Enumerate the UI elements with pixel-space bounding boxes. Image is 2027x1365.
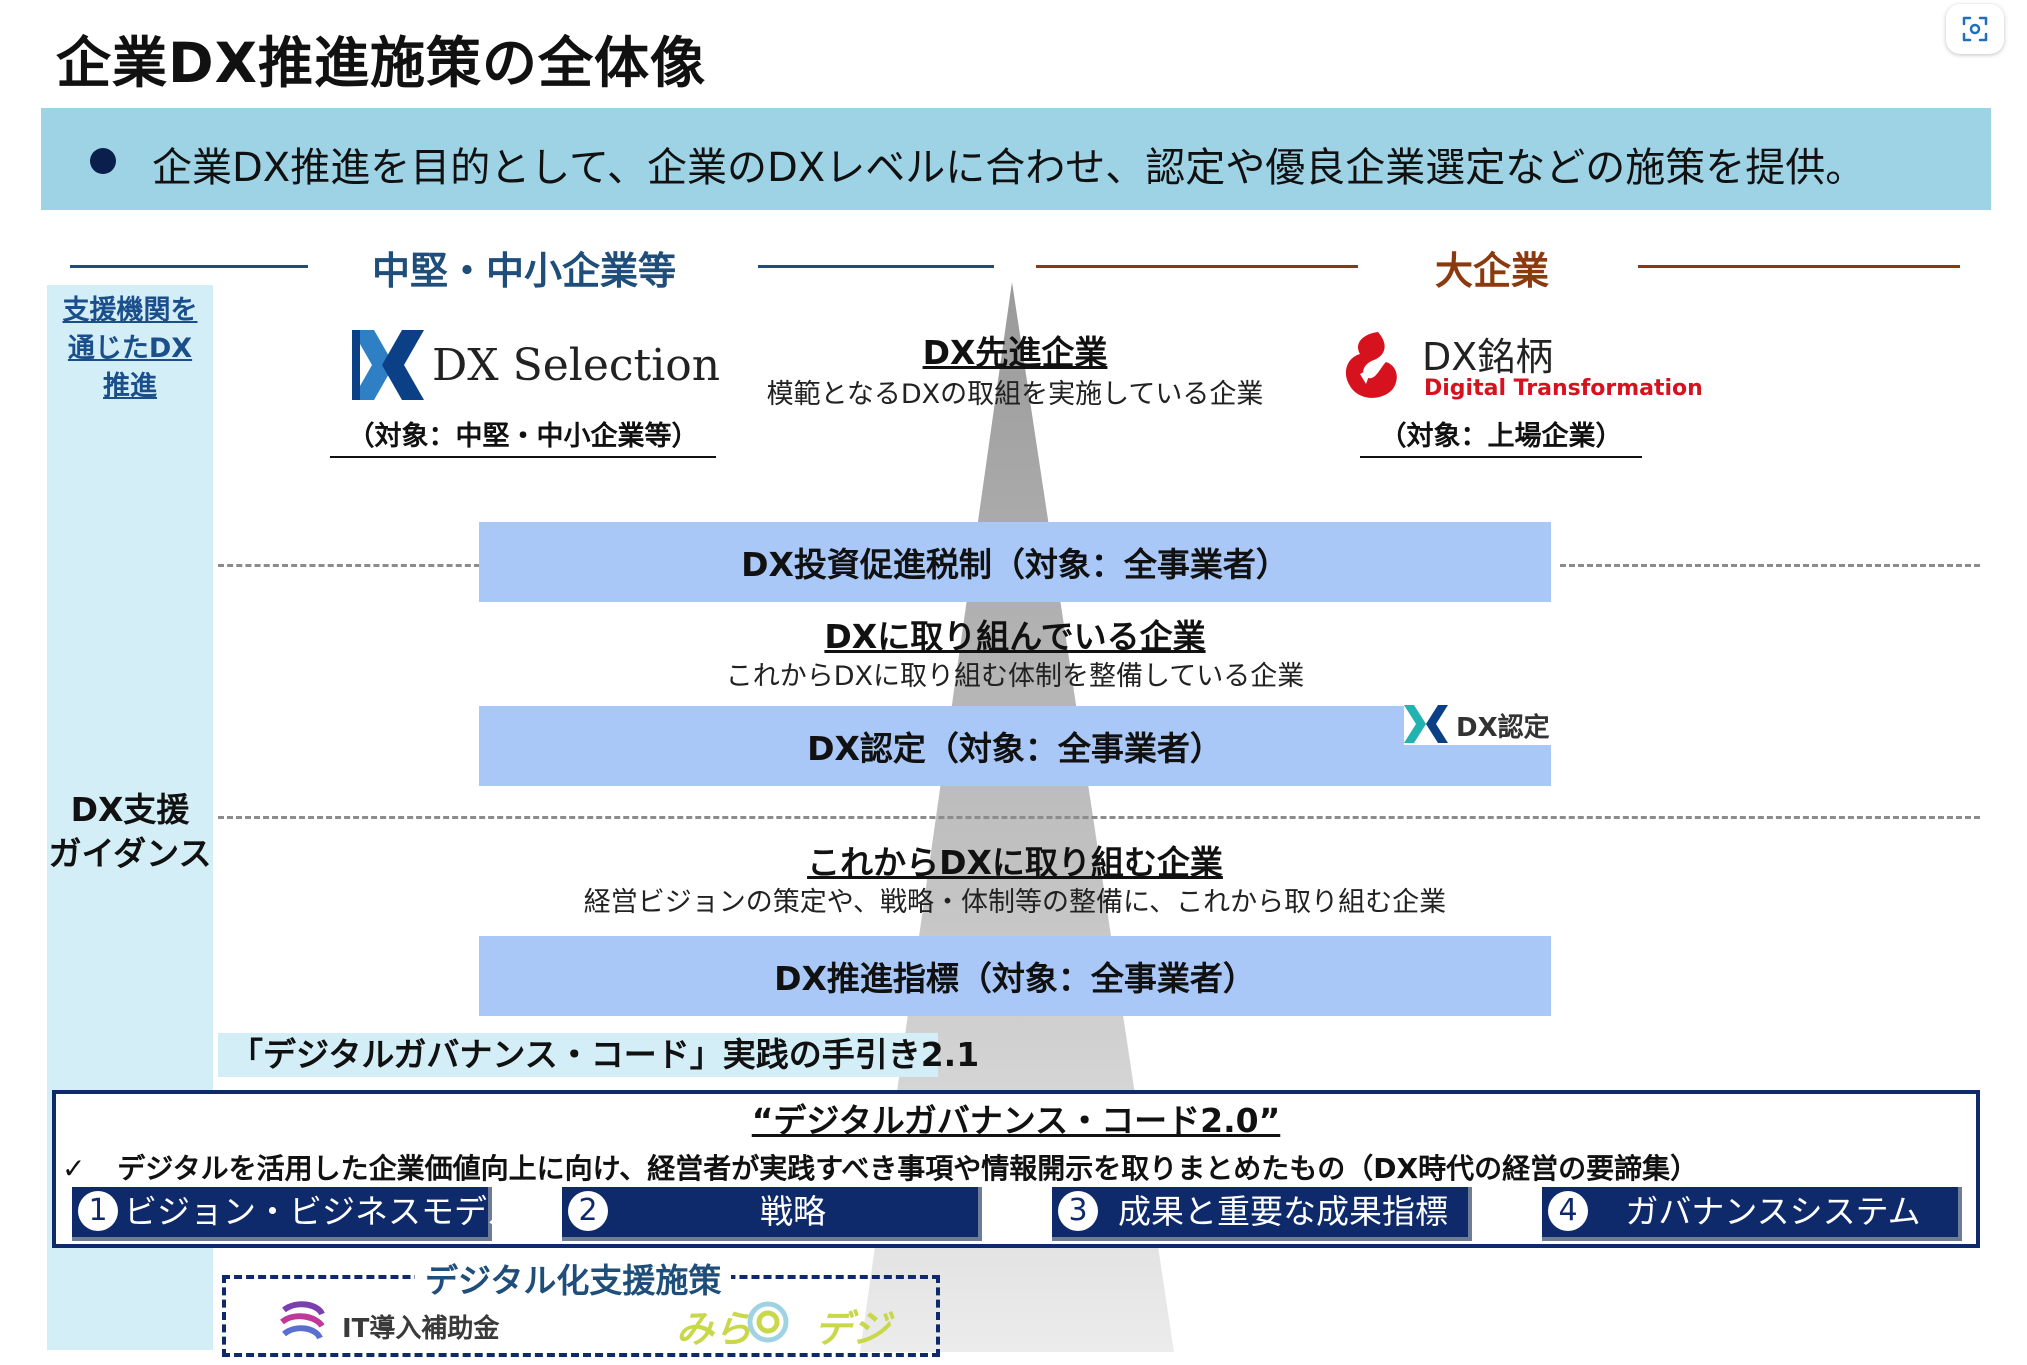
guidance-line-1: DX支援 [70,790,190,829]
header-mid-small: 中堅・中小企業等 [372,249,677,293]
divider-dashed-2 [218,816,1980,819]
rule-large-right [1638,265,1960,268]
check-icon: ✓ [62,1152,86,1185]
bar-dx-tax: DX投資促進税制（対象：全事業者） [479,522,1551,602]
governance-code-desc-text: デジタルを活用した企業価値向上に向け、経営者が実践すべき事項や情報開示を取りまと… [117,1152,1699,1185]
advanced-company-subtitle: 模範となるDXの取組を実施している企業 [766,379,1264,410]
rule-mid-left [70,265,308,268]
level-engaged-subtitle: これからDXに取り組む体制を整備している企業 [725,661,1305,692]
dx-meigara-subtitle: Digital Transformation [1424,376,1703,401]
pillar-number: 4 [1548,1191,1588,1231]
dx-selection-logo-icon [352,330,424,400]
pillar-label: 成果と重要な成果指標 [1118,1192,1448,1231]
banner-text: 企業DX推進を目的として、企業のDXレベルに合わせ、認定や優良企業選定などの施策… [152,145,1866,191]
level-starting-title: これからDXに取り組む企業 [807,843,1223,882]
level-starting-subtitle: 経営ビジョンの策定や、戦略・体制等の整備に、これから取り組む企業 [583,887,1447,918]
it-subsidy-logo-text: IT導入補助金 [342,1314,500,1344]
screen-capture-button[interactable] [1946,4,2004,54]
pillar-label: 戦略 [760,1192,826,1231]
support-line-3: 推進 [103,371,157,402]
support-line-1: 支援機関を [62,295,198,326]
support-line-2: 通じたDX [67,333,193,364]
bar-dx-cert: DX認定（対象：全事業者） [479,706,1551,786]
rule-large-left [1036,265,1358,268]
page-title: 企業DX推進施策の全体像 [56,31,707,95]
bar-dx-index: DX推進指標（対象：全事業者） [479,936,1551,1016]
dx-support-guidance: DX支援 ガイダンス [47,788,213,876]
divider-dashed-1-left [218,564,480,567]
pillar-results: 3 成果と重要な成果指標 [1052,1187,1472,1241]
mirai-deji-circle-icon [747,1301,789,1343]
guidance-line-2: ガイダンス [48,834,212,873]
it-subsidy-logo-icon [280,1301,325,1340]
dx-selection-logo-text: DX Selection [432,340,721,391]
mirai-deji-right: デジ [814,1307,891,1351]
level-engaged-title: DXに取り組んでいる企業 [824,617,1206,656]
pillar-strategy: 2 戦略 [562,1187,982,1241]
support-org-link[interactable]: 支援機関を 通じたDX 推進 [47,292,213,406]
pillar-number: 3 [1058,1191,1098,1231]
dx-cert-logo-icon [1404,705,1448,743]
governance-code-title: “デジタルガバナンス・コード2.0” [751,1101,1281,1140]
governance-code-description: ✓ デジタルを活用した企業価値向上に向け、経営者が実践すべき事項や情報開示を取り… [62,1147,1698,1187]
pillar-governance: 4 ガバナンスシステム [1542,1187,1962,1241]
divider-dashed-1-right [1560,564,1980,567]
summary-banner [41,108,1991,210]
pillar-number: 1 [78,1191,118,1231]
pillar-label: ガバナンスシステム [1625,1192,1921,1231]
governance-guide-tag: 「デジタルガバナンス・コード」実践の手引き2.1 [218,1033,979,1077]
dx-meigara-name: DX銘柄 [1422,335,1554,379]
mirai-deji-left: みら [676,1307,753,1351]
dx-meigara-logo-icon [1345,332,1397,398]
dx-selection-target: （対象：中堅・中小企業等） [330,414,716,458]
pillar-number: 2 [568,1191,608,1231]
bullet-dot [90,148,116,174]
digital-support-title: デジタル化支援施策 [415,1254,732,1302]
advanced-company-title: DX先進企業 [922,333,1108,372]
pillar-label: ビジョン・ビジネスモデル [124,1192,520,1231]
screen-capture-icon [1962,16,1988,42]
mirai-deji-logo: みら デジ [676,1298,890,1353]
dx-cert-logo-text: DX認定 [1456,713,1550,743]
header-large: 大企業 [1435,249,1550,293]
dx-cert-logo: DX認定 [1404,703,1554,745]
dx-meigara-target: （対象：上場企業） [1360,414,1642,458]
rule-mid-right [758,265,994,268]
pillar-vision: 1 ビジョン・ビジネスモデル [72,1187,520,1241]
